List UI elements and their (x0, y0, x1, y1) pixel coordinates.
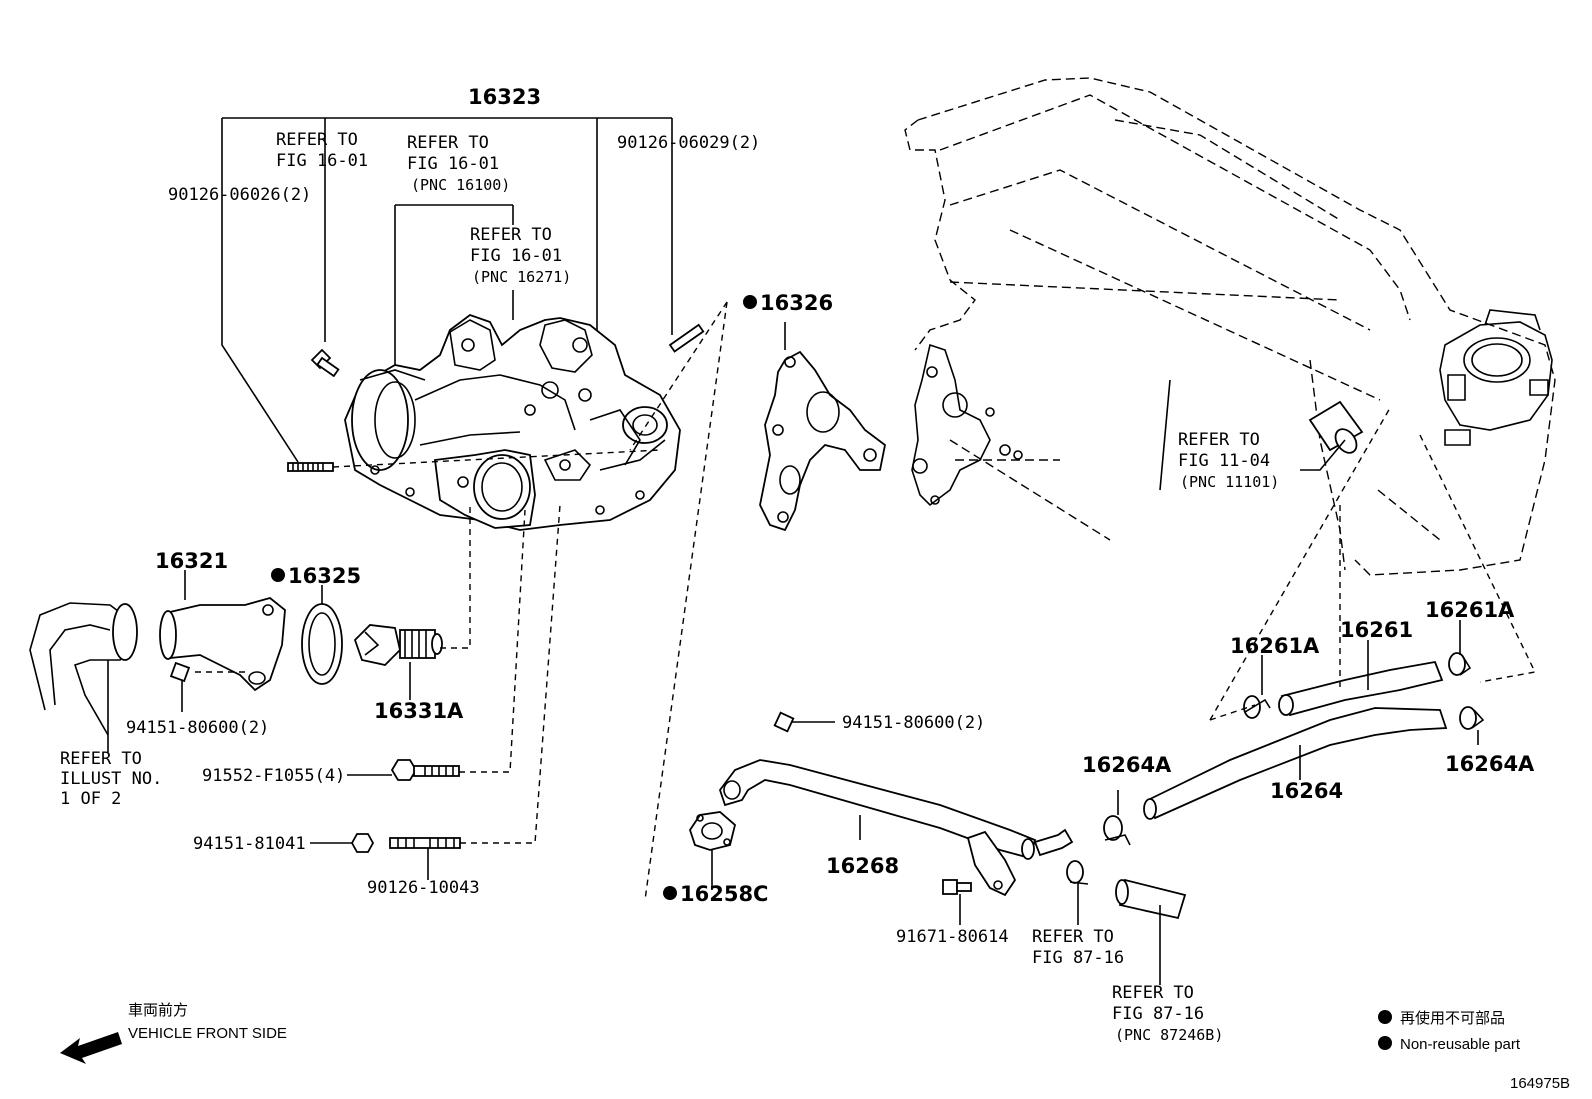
clamp-16264A-left (1103, 815, 1131, 846)
refer3-line2: FIG 16-01 (470, 246, 562, 266)
clamp-16264A-right (1459, 706, 1485, 730)
hose-lower-right (1115, 878, 1187, 920)
label-16264: 16264 (1270, 779, 1343, 803)
label-16264A-left: 16264A (1082, 753, 1172, 777)
label-16264A-right: 16264A (1445, 752, 1535, 776)
refer4-line2: FIG 11-04 (1178, 451, 1270, 471)
front-label-jp: 車両前方 (128, 1002, 188, 1019)
filled-circle-icon-legend-1 (1378, 1010, 1392, 1024)
engine-outline (904, 77, 1556, 576)
gasket-16326 (759, 350, 886, 532)
clamp-lower (1066, 860, 1089, 885)
non-reusable-icon-16326 (743, 295, 757, 309)
label-94151-81041: 94151-81041 (193, 834, 306, 854)
nut-94151-81041 (350, 833, 375, 853)
refer5-line3: 1 OF 2 (60, 789, 121, 809)
clamp-16261A-right (1448, 652, 1472, 676)
label-16331A: 16331A (374, 699, 464, 723)
bolt-91552-F1055 (390, 759, 460, 781)
figure-number: 164975B (1510, 1075, 1570, 1092)
bolt-91671-80614 (942, 879, 972, 895)
stud-90126-06029 (668, 323, 705, 353)
refer2-line3: (PNC 16100) (411, 176, 510, 194)
refer5-line1: REFER TO (60, 749, 142, 769)
refer1-line1: REFER TO (276, 130, 358, 150)
bolt-upper-left (310, 348, 340, 378)
gasket-16258C (689, 811, 737, 851)
refer3-line3: (PNC 16271) (472, 268, 571, 286)
hose-16261 (1278, 660, 1444, 717)
label-16321: 16321 (155, 549, 228, 573)
filled-circle-icon-legend-2 (1378, 1036, 1392, 1050)
label-16325: 16325 (288, 564, 361, 588)
leader-lines (107, 117, 1537, 985)
refer4-line1: REFER TO (1178, 430, 1260, 450)
label-90126-06026: 90126-06026(2) (168, 185, 311, 205)
nut-94151-80600 (169, 661, 191, 683)
refer6-line2: FIG 87-16 (1032, 948, 1124, 968)
refer2-line2: FIG 16-01 (407, 154, 499, 174)
nut-94151-80600-b (773, 711, 795, 733)
label-16258C: 16258C (680, 882, 768, 906)
thermostat-16331A (353, 624, 443, 666)
outlet-16321 (159, 597, 286, 692)
refer7-line3: (PNC 87246B) (1115, 1026, 1223, 1044)
label-91552-F1055: 91552-F1055(4) (202, 766, 345, 786)
non-reusable-icon-16325 (271, 568, 285, 582)
label-16261: 16261 (1340, 618, 1413, 642)
label-94151-80600-b: 94151-80600(2) (842, 713, 985, 733)
legend-en: Non-reusable part (1400, 1036, 1521, 1053)
label-90126-10043: 90126-10043 (367, 878, 480, 898)
refer5-line2: ILLUST NO. (60, 769, 162, 789)
pipe-16268 (718, 759, 1074, 897)
label-16268: 16268 (826, 854, 899, 878)
legend-jp: 再使用不可部品 (1400, 1010, 1505, 1027)
refer6-line1: REFER TO (1032, 927, 1114, 947)
non-reusable-icon-16258C (663, 886, 677, 900)
label-16261A-left: 16261A (1230, 634, 1320, 658)
refer3-line1: REFER TO (470, 225, 552, 245)
label-16261A-right: 16261A (1425, 598, 1515, 622)
front-label-en: VEHICLE FRONT SIDE (128, 1025, 287, 1042)
label-16326: 16326 (760, 291, 833, 315)
stud-90126-06026 (287, 462, 334, 472)
water-pump-assembly (344, 313, 681, 531)
stud-90126-10043 (389, 837, 461, 849)
label-90126-06029: 90126-06029(2) (617, 133, 760, 153)
refer1-line2: FIG 16-01 (276, 151, 368, 171)
hose-left (29, 602, 138, 736)
refer2-line1: REFER TO (407, 133, 489, 153)
refer7-line1: REFER TO (1112, 983, 1194, 1003)
label-16323: 16323 (468, 85, 541, 109)
hose-16264 (1143, 707, 1448, 820)
arrow-left-icon (60, 1032, 122, 1064)
refer4-line3: (PNC 11101) (1180, 473, 1279, 491)
label-94151-80600-a: 94151-80600(2) (126, 718, 269, 738)
gasket-16325 (301, 603, 343, 685)
clamp-16261A-left (1243, 695, 1271, 719)
refer7-line2: FIG 87-16 (1112, 1004, 1204, 1024)
label-91671-80614: 91671-80614 (896, 927, 1009, 947)
